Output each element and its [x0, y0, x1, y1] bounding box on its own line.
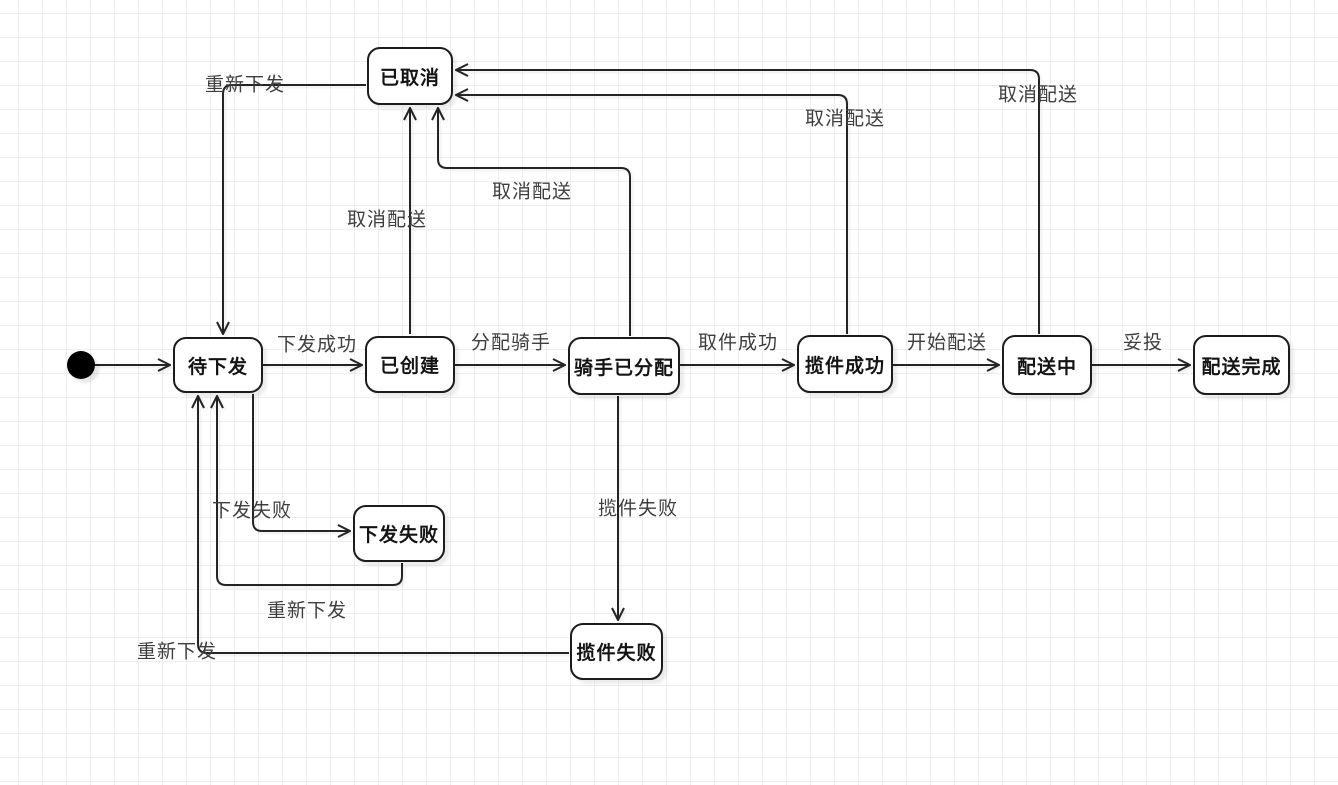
state-node-delivering[interactable]: 配送中 — [1002, 335, 1092, 395]
transition-pending-to-dispatch-failed[interactable] — [252, 394, 350, 531]
state-node-dispatch-failed[interactable]: 下发失败 — [353, 505, 445, 562]
state-node-pending-dispatch[interactable]: 待下发 — [173, 337, 263, 393]
state-node-pickup-success[interactable]: 揽件成功 — [797, 335, 893, 393]
transition-pickup-failed-to-pending[interactable] — [198, 396, 569, 654]
state-node-created[interactable]: 已创建 — [365, 336, 455, 393]
transition-pickup-to-cancelled[interactable] — [456, 95, 848, 334]
transition-rider-to-cancelled[interactable] — [438, 108, 631, 336]
state-node-cancelled[interactable]: 已取消 — [367, 47, 453, 105]
state-node-delivery-complete[interactable]: 配送完成 — [1193, 335, 1290, 395]
initial-state-node[interactable] — [67, 351, 95, 379]
transition-dispatch-failed-to-pending[interactable] — [217, 396, 403, 586]
state-node-rider-assigned[interactable]: 骑手已分配 — [568, 337, 680, 395]
transition-cancelled-to-pending[interactable] — [223, 84, 366, 334]
state-node-pickup-failed[interactable]: 揽件失败 — [570, 623, 663, 680]
transition-delivering-to-cancelled[interactable] — [456, 70, 1040, 334]
